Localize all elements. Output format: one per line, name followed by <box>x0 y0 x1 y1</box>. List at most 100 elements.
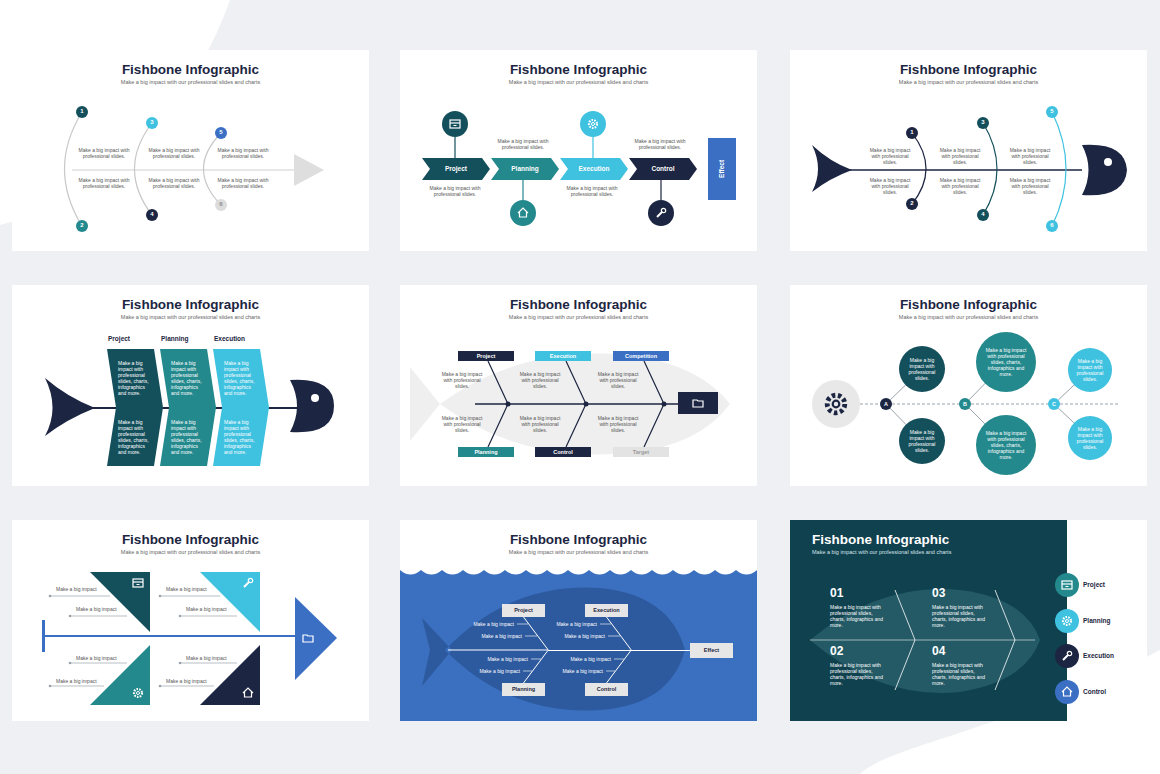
triangle-fishbone <box>200 645 260 705</box>
gear-spine <box>812 380 860 428</box>
node-text: 1 <box>80 108 83 115</box>
triangle-fishbone <box>295 597 337 680</box>
node-text: Planning <box>512 686 535 693</box>
label-box: Planning <box>458 447 514 457</box>
annotation-text: Make a big impact with professional slid… <box>932 662 990 686</box>
node-text: C <box>1052 401 1056 408</box>
slide-panel: ProjectMake a big impact with profession… <box>12 285 369 486</box>
annotation-text: Project <box>1083 581 1143 589</box>
circle-node: 3 <box>977 117 989 129</box>
node-text: Execution <box>578 165 609 173</box>
band-body: Make a big impact with professional slid… <box>224 419 260 455</box>
triangle-fishbone <box>50 596 237 686</box>
circle-node: 4 <box>977 209 989 221</box>
arc-fishbone <box>65 112 325 226</box>
triangle-fishbone <box>134 689 142 697</box>
circle-node: Make a big impact with professional slid… <box>1068 416 1112 460</box>
slide-title: Fishbone Infographic <box>400 62 757 78</box>
dark-panel-fish <box>1063 651 1072 660</box>
node-text: Control <box>651 165 674 173</box>
annotation-text: Make a big impact with professional slid… <box>593 371 643 389</box>
triangle-fishbone <box>49 685 52 688</box>
triangle-fishbone <box>159 595 162 598</box>
circle-node: 2 <box>906 198 918 210</box>
chevron-step: Project <box>422 158 490 180</box>
node-text: 2 <box>910 200 913 207</box>
chevron-icons <box>442 111 468 137</box>
annotation-text: Make a big impact <box>555 633 605 639</box>
triangle-fishbone <box>90 645 150 705</box>
node-text: B <box>963 401 967 408</box>
chevron-icons <box>518 208 528 217</box>
node-text: 4 <box>150 211 153 218</box>
fishbone-lines <box>410 354 730 455</box>
dark-panel-fish <box>810 640 1035 641</box>
label-box: Planning <box>502 683 545 696</box>
fish-skeleton <box>812 112 1127 226</box>
fish-skeleton <box>830 169 1082 171</box>
band-body: Make a big impact with professional slid… <box>118 419 154 455</box>
triangle-fishbone <box>49 595 52 598</box>
annotation-text: Control <box>1083 688 1143 696</box>
node-text: Make a big impact with professional slid… <box>905 357 939 381</box>
circle-node: 3 <box>146 117 158 129</box>
annotation-text: Make a big impact with professional slid… <box>1005 147 1055 165</box>
node-text: A <box>884 401 888 408</box>
fish-skeleton <box>812 145 852 192</box>
dark-panel-fish <box>1055 609 1079 633</box>
node-text: Target <box>633 449 649 456</box>
annotation-text: Make a big impact with professional slid… <box>217 177 269 189</box>
triangle-fishbone <box>179 662 182 665</box>
chevron-icons <box>454 137 455 158</box>
slide-panel: ProjectExecutionPlanningControlEffectFis… <box>400 520 757 721</box>
gear-spine <box>860 404 880 405</box>
annotation-text: Make a big impact with professional slid… <box>426 185 484 197</box>
annotation-text: Make a big impact with professional slid… <box>78 147 130 159</box>
fish-skeleton <box>983 123 997 215</box>
fish-skeleton <box>45 378 95 436</box>
band-body: Make a big impact with professional slid… <box>171 360 207 396</box>
band-body: Make a big impact with professional slid… <box>118 360 154 396</box>
slide-panel <box>12 285 369 486</box>
annotation-text: Make a big impact with professional slid… <box>1005 177 1055 195</box>
chevron-icons <box>589 120 597 128</box>
slide-panel: ProjectPlanningExecutionControlEffectFis… <box>400 50 757 251</box>
annotation-text: Execution <box>1083 652 1143 660</box>
annotation-text: Make a big impact <box>553 668 603 674</box>
chevron-icons <box>580 111 606 137</box>
slide-title: Fishbone Infographic <box>12 532 369 548</box>
annotation-text: Make a big impact with professional slid… <box>437 371 487 389</box>
slide-title: Fishbone Infographic <box>12 62 369 78</box>
chevron-step: Control <box>629 158 697 180</box>
annotation-text: Make a big impact <box>186 655 236 661</box>
circle-node: Make a big impact with professional slid… <box>899 418 945 464</box>
label-box: Competition <box>613 351 669 361</box>
annotation-text: Make a big impact with professional slid… <box>563 185 621 197</box>
chevron-step: Planning <box>491 158 559 180</box>
underwater-fish <box>400 570 757 721</box>
label-box: Project <box>502 604 545 617</box>
triangle-fishbone <box>244 578 253 587</box>
chevron-icons <box>510 200 536 226</box>
fish-skeleton <box>1082 145 1127 196</box>
connector <box>890 385 905 400</box>
node-text: 2 <box>80 222 83 229</box>
node-text: Project <box>477 353 496 360</box>
circle-node: A <box>880 398 892 410</box>
underwater-fish <box>400 570 757 721</box>
connector <box>607 651 691 684</box>
connector <box>890 408 906 424</box>
annotation-text: Make a big impact with professional slid… <box>830 604 888 628</box>
connector <box>1058 408 1074 423</box>
fishbone-lines <box>678 392 718 414</box>
node-text: Execution <box>550 353 576 360</box>
chevron-icons <box>657 208 666 217</box>
connector <box>607 617 691 651</box>
dark-panel-fish <box>810 589 1040 693</box>
slide-subtitle: Make a big impact with our professional … <box>790 79 1147 86</box>
annotation-text: Make a big impact with professional slid… <box>515 415 565 433</box>
slide-panel: ProjectExecutionCompetitionPlanningContr… <box>400 285 757 486</box>
node-text: Effect <box>704 647 719 654</box>
band-heading: Planning <box>161 335 188 343</box>
